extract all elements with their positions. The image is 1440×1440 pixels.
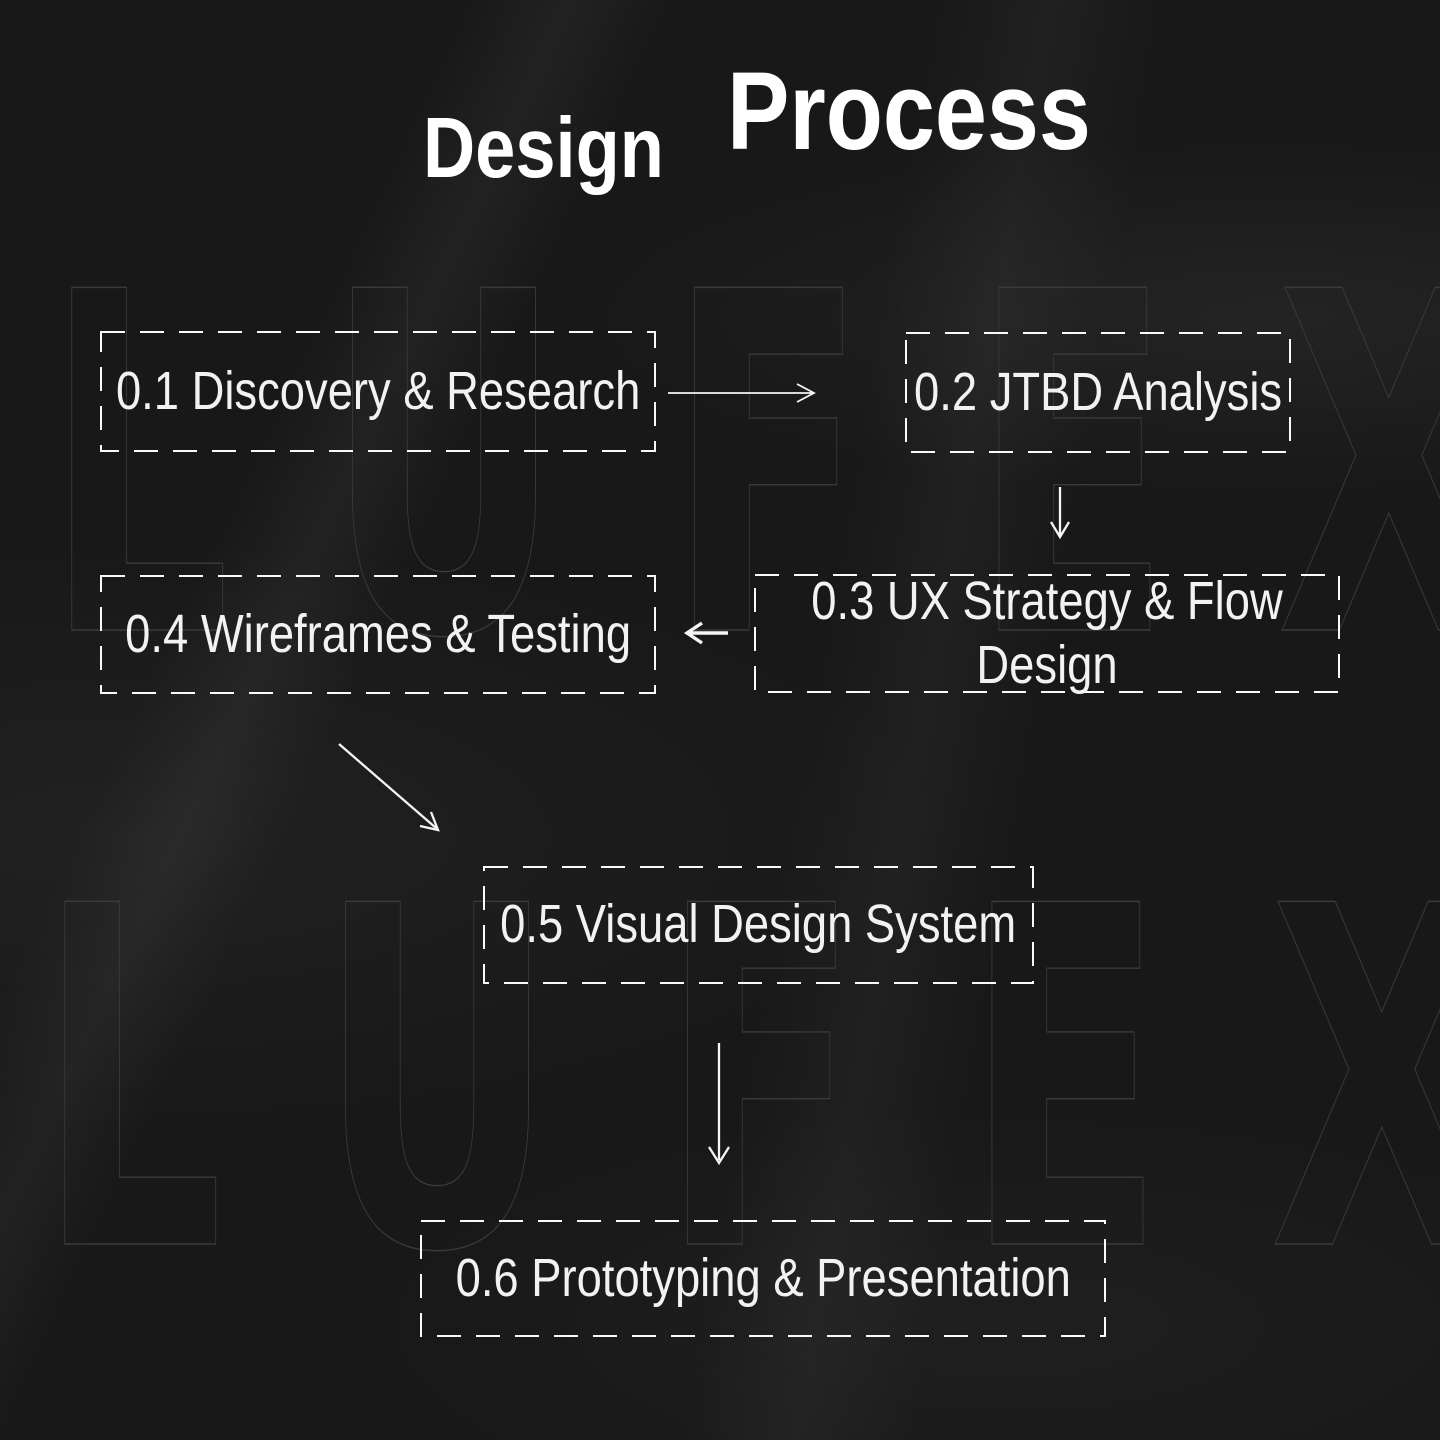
page-title-design: Design [423, 101, 664, 196]
dashed-border [754, 574, 1340, 693]
step-label: 0.5 Visual Design System [500, 894, 1017, 955]
step-box-prototyping-presentation: 0.6 Prototyping & Presentation [420, 1220, 1106, 1337]
step-box-visual-design-system: 0.5 Visual Design System [483, 866, 1034, 984]
page-title-process: Process [727, 50, 1091, 173]
step-box-discovery-research: 0.1 Discovery & Research [100, 331, 656, 452]
step-box-jtbd-analysis: 0.2 JTBD Analysis [905, 332, 1291, 453]
watermark-text-bottom: LUFEX [38, 808, 1440, 1355]
dashed-border [100, 575, 656, 694]
dashed-border [483, 866, 1034, 984]
step-box-ux-strategy-flow-design: 0.3 UX Strategy & Flow Design [754, 571, 1340, 695]
step-label: 0.2 JTBD Analysis [913, 361, 1283, 422]
step-label: 0.6 Prototyping & Presentation [455, 1247, 1071, 1308]
watermark-text-top: LUFEX [45, 194, 1440, 741]
dashed-border [905, 332, 1291, 453]
dashed-border [420, 1220, 1106, 1337]
step-label: 0.4 Wireframes & Testing [125, 603, 631, 664]
step-label: 0.3 UX Strategy & Flow Design [811, 570, 1283, 695]
step-label: 0.1 Discovery & Research [115, 360, 641, 421]
dashed-border [100, 331, 656, 452]
step-box-wireframes-testing: 0.4 Wireframes & Testing [100, 575, 656, 694]
